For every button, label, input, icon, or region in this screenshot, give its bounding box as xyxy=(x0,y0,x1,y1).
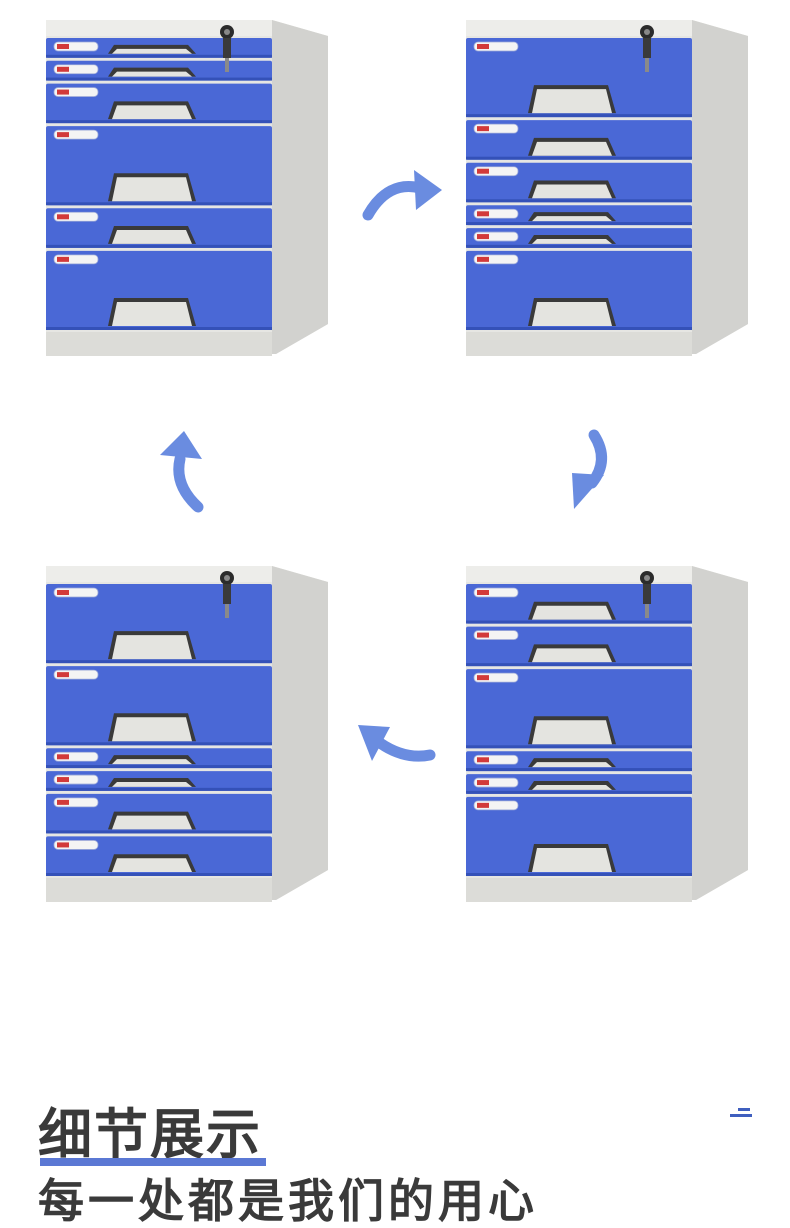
cabinet-top xyxy=(46,20,272,36)
section-title: 细节展示 xyxy=(38,1103,262,1166)
curved-arrow-down-icon xyxy=(552,425,642,515)
key-lock-icon xyxy=(640,25,654,72)
cabinet-side xyxy=(272,20,328,354)
drawer xyxy=(46,584,272,664)
cabinet-top xyxy=(466,566,692,582)
cabinet-base xyxy=(466,878,692,902)
curved-arrow-right-icon xyxy=(358,150,448,240)
cabinet-base xyxy=(466,332,692,356)
title-underline xyxy=(40,1158,266,1166)
drawer xyxy=(46,836,272,876)
drawer xyxy=(46,38,272,58)
cabinet-top-right-svg xyxy=(466,20,748,356)
cabinet-base xyxy=(46,878,272,902)
curved-arrow-left-icon xyxy=(350,705,440,795)
cabinet-top-right xyxy=(460,14,750,364)
drawer xyxy=(466,626,692,667)
drawer xyxy=(466,751,692,772)
drawer xyxy=(466,584,692,624)
cabinet-side xyxy=(272,566,328,900)
drawer xyxy=(466,228,692,248)
cabinet-bottom-left xyxy=(40,560,330,910)
cabinet-base xyxy=(46,332,272,356)
cabinet-bottom-left-svg xyxy=(46,566,328,902)
cabinet-top xyxy=(466,20,692,36)
drawer xyxy=(466,796,692,876)
drawer xyxy=(466,38,692,118)
drawer xyxy=(46,793,272,834)
key-lock-icon xyxy=(220,571,234,618)
drawer xyxy=(46,666,272,746)
key-lock-icon xyxy=(640,571,654,618)
drawer xyxy=(466,162,692,203)
drawer xyxy=(46,126,272,206)
drawer xyxy=(46,748,272,769)
section-subtitle: 每一处都是我们的用心 xyxy=(38,1174,538,1228)
cabinet-side xyxy=(692,566,748,900)
cabinet-top-left xyxy=(40,14,330,364)
drawer xyxy=(466,120,692,160)
cabinet-top-left-svg xyxy=(46,20,328,356)
drawer xyxy=(46,208,272,248)
key-lock-icon xyxy=(220,25,234,72)
cabinet-bottom-right-svg xyxy=(466,566,748,902)
cabinet-top xyxy=(46,566,272,582)
curved-arrow-up-icon xyxy=(140,425,230,515)
drawer xyxy=(466,774,692,794)
drawer xyxy=(466,205,692,226)
cabinet-bottom-right xyxy=(460,560,750,910)
drawer xyxy=(466,669,692,749)
decorative-lines-icon xyxy=(730,1106,754,1120)
drawer xyxy=(46,771,272,791)
drawer xyxy=(46,60,272,81)
cabinet-side xyxy=(692,20,748,354)
drawer xyxy=(46,250,272,330)
drawer xyxy=(466,250,692,330)
drawer xyxy=(46,83,272,124)
